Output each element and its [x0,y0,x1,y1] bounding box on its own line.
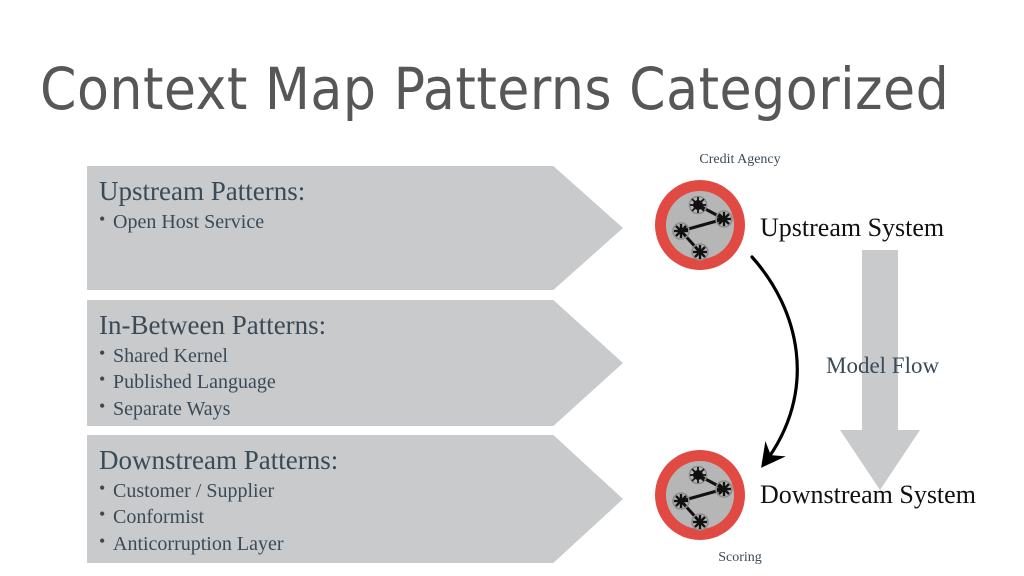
model-flow-diagram: Credit Agency Scoring Upstream System Do… [630,140,1024,576]
label-downstream-system: Downstream System [760,480,976,509]
pattern-banner-group: Upstream Patterns: Open Host Service In-… [87,166,623,566]
diagram-canvas [655,180,920,540]
node-scoring[interactable] [655,450,745,540]
label-model-flow: Model Flow [826,353,940,378]
node-caption-credit-agency: Credit Agency [699,152,781,167]
node-credit-agency[interactable] [655,180,745,270]
list-item: Published Language [99,368,623,396]
banner-in-between-patterns: In-Between Patterns: Shared Kernel Publi… [87,300,623,426]
model-flow-arrow [840,250,920,490]
banner-downstream-patterns: Downstream Patterns: Customer / Supplier… [87,435,623,563]
upstream-to-downstream-arrow [750,255,799,468]
list-item: Separate Ways [99,395,623,423]
banner-list-upstream: Open Host Service [99,208,623,236]
banner-heading-upstream: Upstream Patterns: [99,176,306,206]
banner-heading-in-between: In-Between Patterns: [99,310,327,340]
page-title: Context Map Patterns Categorized [40,55,950,123]
banner-heading-downstream: Downstream Patterns: [99,445,339,475]
node-caption-scoring: Scoring [718,550,762,565]
list-item: Shared Kernel [99,342,623,370]
list-item: Customer / Supplier [99,477,623,505]
list-item: Open Host Service [99,208,623,236]
list-item: Anticorruption Layer [99,530,623,558]
banner-list-in-between: Shared Kernel Published Language Separat… [99,342,623,423]
label-upstream-system: Upstream System [760,213,945,242]
list-item: Conformist [99,503,623,531]
banner-list-downstream: Customer / Supplier Conformist Anticorru… [99,477,623,558]
banner-upstream-patterns: Upstream Patterns: Open Host Service [87,166,623,290]
